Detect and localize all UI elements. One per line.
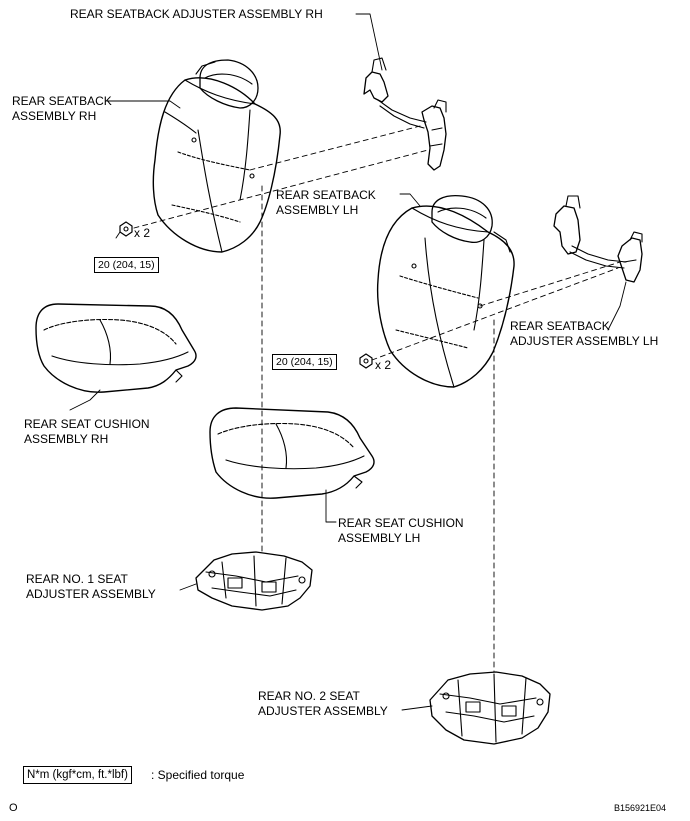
- label-rear-seatback-adjuster-lh-line1: REAR SEATBACK: [510, 319, 610, 333]
- rear-no1-seat-adjuster-illustration: [195, 551, 313, 611]
- label-rear-seatback-rh-line2: ASSEMBLY RH: [12, 109, 97, 123]
- label-rear-no1-adjuster-line2: ADJUSTER ASSEMBLY: [26, 587, 156, 601]
- figure-code: B156921E04: [614, 803, 667, 813]
- label-rear-seat-cushion-lh-line1: REAR SEAT CUSHION: [338, 516, 464, 530]
- rear-seatback-rh-illustration: [152, 59, 281, 253]
- label-rear-seatback-lh-line2: ASSEMBLY LH: [276, 203, 359, 217]
- label-rear-seat-cushion-rh-line1: REAR SEAT CUSHION: [24, 417, 150, 431]
- label-rear-seatback-lh-line1: REAR SEATBACK: [276, 188, 376, 202]
- label-rear-seatback-adjuster-rh: REAR SEATBACK ADJUSTER ASSEMBLY RH: [70, 7, 323, 21]
- label-rear-seat-cushion-rh-line2: ASSEMBLY RH: [24, 432, 109, 446]
- rear-seat-cushion-rh-illustration: [35, 303, 197, 393]
- torque-box-lh: 20 (204, 15): [272, 354, 337, 370]
- rear-no2-seat-adjuster-illustration: [429, 671, 551, 745]
- label-rear-no2-adjuster-line1: REAR NO. 2 SEAT: [258, 689, 360, 703]
- torque-box-rh: 20 (204, 15): [94, 257, 159, 273]
- nut-lh-icon: [359, 353, 373, 369]
- rear-seat-cushion-lh-illustration: [209, 407, 375, 499]
- legend-units-box: N*m (kgf*cm, ft.*lbf): [23, 766, 132, 784]
- rear-seatback-adjuster-rh-illustration: [363, 57, 447, 171]
- nut-rh-icon: [119, 221, 133, 237]
- page-marker: O: [9, 802, 18, 814]
- label-rear-seat-cushion-lh-line2: ASSEMBLY LH: [338, 531, 421, 545]
- label-rear-seatback-adjuster-lh-line2: ADJUSTER ASSEMBLY LH: [510, 334, 659, 348]
- label-rear-seatback-rh-line1: REAR SEATBACK: [12, 94, 112, 108]
- legend-text: : Specified torque: [151, 768, 245, 782]
- torque-qty-rh: x 2: [134, 226, 151, 240]
- label-rear-no1-adjuster-line1: REAR NO. 1 SEAT: [26, 572, 128, 586]
- torque-qty-lh: x 2: [375, 358, 392, 372]
- assembly-dashed-lines: [133, 125, 621, 673]
- label-rear-no2-adjuster-line2: ADJUSTER ASSEMBLY: [258, 704, 388, 718]
- leader-lines: [69, 13, 627, 711]
- rear-seatback-adjuster-lh-illustration: [553, 195, 643, 283]
